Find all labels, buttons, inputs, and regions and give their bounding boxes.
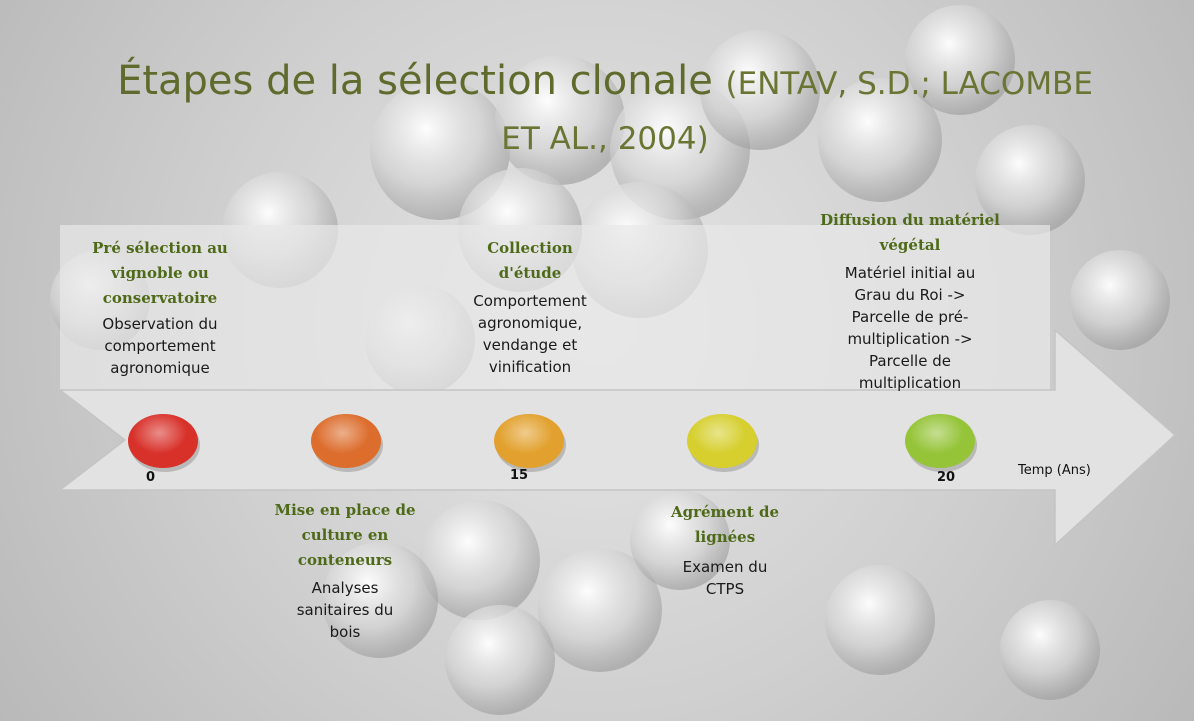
step-diffusion-desc-line: Parcelle de pré-: [851, 308, 969, 326]
top-text-panel: [60, 225, 1050, 390]
step-preselection-title-line: vignoble ou: [111, 264, 209, 282]
step-preselection-desc: Observation du comportement agronomique: [55, 313, 265, 379]
axis-label: Temp (Ans): [1018, 463, 1091, 478]
step-collection-desc-line: vendange et: [482, 336, 578, 354]
step-collection-desc-line: vinification: [488, 358, 572, 376]
step-containers-title: Mise en place de culture en conteneurs: [245, 498, 445, 573]
milestone-circle: [494, 414, 566, 472]
step-diffusion: Diffusion du matériel végétal Matériel i…: [800, 208, 1020, 394]
slide-title: Étapes de la sélection clonale (ENTAV, S…: [40, 55, 1170, 165]
step-containers: Mise en place de culture en conteneurs A…: [245, 498, 445, 643]
step-preselection: Pré sélection au vignoble ou conservatoi…: [55, 236, 265, 379]
step-collection-desc: Comportement agronomique, vendange et vi…: [430, 290, 630, 378]
step-preselection-title-line: Pré sélection au: [92, 239, 228, 257]
step-diffusion-desc-line: multiplication ->: [847, 330, 973, 348]
step-containers-title-line: conteneurs: [297, 551, 393, 569]
title-source: (ENTAV, S.D.; LACOMBE: [725, 66, 1093, 102]
step-collection: Collection d'étude Comportement agronomi…: [430, 236, 630, 378]
title-source-line2: ET AL., 2004): [501, 121, 709, 157]
step-diffusion-title-line: Diffusion du matériel: [820, 211, 1000, 229]
step-preselection-title: Pré sélection au vignoble ou conservatoi…: [55, 236, 265, 311]
tick-15: 15: [510, 468, 529, 483]
step-containers-title-line: Mise en place de: [274, 501, 416, 519]
step-collection-title: Collection d'étude: [430, 236, 630, 286]
step-diffusion-desc-line: Matériel initial au: [844, 264, 976, 282]
milestone-circle: [687, 414, 759, 472]
step-agrement-desc-line: Examen du: [682, 558, 768, 576]
step-collection-desc-line: Comportement: [473, 292, 587, 310]
step-collection-title-line: d'étude: [498, 264, 562, 282]
timeline-arrow-shape: [57, 328, 1177, 547]
step-preselection-desc-line: agronomique: [110, 359, 210, 377]
milestone-circle: [311, 414, 383, 472]
tick-20: 20: [937, 470, 956, 485]
step-containers-desc-line: Analyses: [311, 579, 379, 597]
tick-0: 0: [146, 470, 156, 485]
step-diffusion-desc-line: Parcelle de: [869, 352, 951, 370]
step-agrement-title-line: Agrément de: [670, 503, 780, 521]
milestone-circle: [128, 414, 200, 472]
step-containers-desc-line: bois: [329, 623, 361, 641]
step-diffusion-desc-line: Grau du Roi ->: [854, 286, 966, 304]
step-agrement: Agrément de lignées Examen du CTPS: [625, 500, 825, 600]
step-diffusion-title-line: végétal: [879, 236, 941, 254]
step-agrement-desc-line: CTPS: [705, 580, 745, 598]
step-containers-title-line: culture en: [301, 526, 389, 544]
step-agrement-title-line: lignées: [694, 528, 756, 546]
step-diffusion-desc: Matériel initial au Grau du Roi -> Parce…: [800, 262, 1020, 394]
step-preselection-desc-line: comportement: [104, 337, 216, 355]
step-diffusion-desc-line: multiplication: [858, 374, 962, 392]
step-collection-desc-line: agronomique,: [477, 314, 583, 332]
step-agrement-title: Agrément de lignées: [625, 500, 825, 550]
step-agrement-desc: Examen du CTPS: [625, 556, 825, 600]
step-diffusion-title: Diffusion du matériel végétal: [800, 208, 1020, 258]
step-containers-desc: Analyses sanitaires du bois: [245, 577, 445, 643]
step-containers-desc-line: sanitaires du: [296, 601, 394, 619]
milestone-circle: [905, 414, 977, 472]
title-main: Étapes de la sélection clonale: [117, 58, 713, 104]
step-preselection-desc-line: Observation du: [102, 315, 218, 333]
step-preselection-title-line: conservatoire: [102, 289, 218, 307]
step-collection-title-line: Collection: [487, 239, 573, 257]
